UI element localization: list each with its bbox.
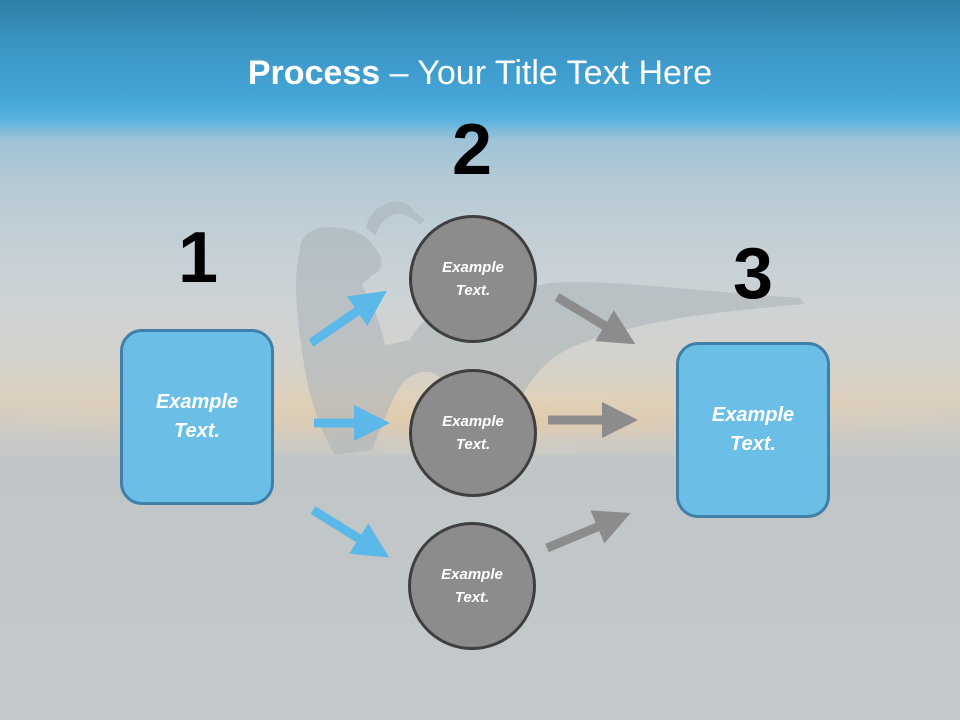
- step-3-text-line2: Text.: [730, 433, 776, 455]
- circle-middle-text-line2: Text.: [455, 436, 491, 453]
- arrow-left-to-top: [308, 290, 387, 347]
- circle-bottom-text-line1: Example: [441, 566, 503, 583]
- arrow-bottom-to-right: [545, 510, 631, 553]
- step-number-2: 2: [451, 110, 493, 190]
- arrow-left-to-bottom: [310, 506, 390, 558]
- step-number-3: 3: [732, 234, 774, 314]
- circle-bottom-text-line2: Text.: [454, 589, 490, 606]
- circle-middle-text-line1: Example: [442, 413, 504, 430]
- step-3-text-line1: Example: [711, 404, 795, 426]
- step-1-text-line2: Text.: [174, 420, 220, 442]
- arrow-top-to-right: [554, 293, 636, 345]
- circle-top-text-line1: Example: [442, 259, 504, 276]
- title-rest: – Your Title Text Here: [380, 54, 713, 92]
- title-bold: Process: [247, 54, 381, 92]
- step-1-text-line1: Example: [155, 391, 239, 413]
- slide-title: Process – Your Title Text Here: [0, 54, 960, 93]
- circle-top-text-line2: Text.: [455, 282, 491, 299]
- step-number-1: 1: [177, 218, 219, 298]
